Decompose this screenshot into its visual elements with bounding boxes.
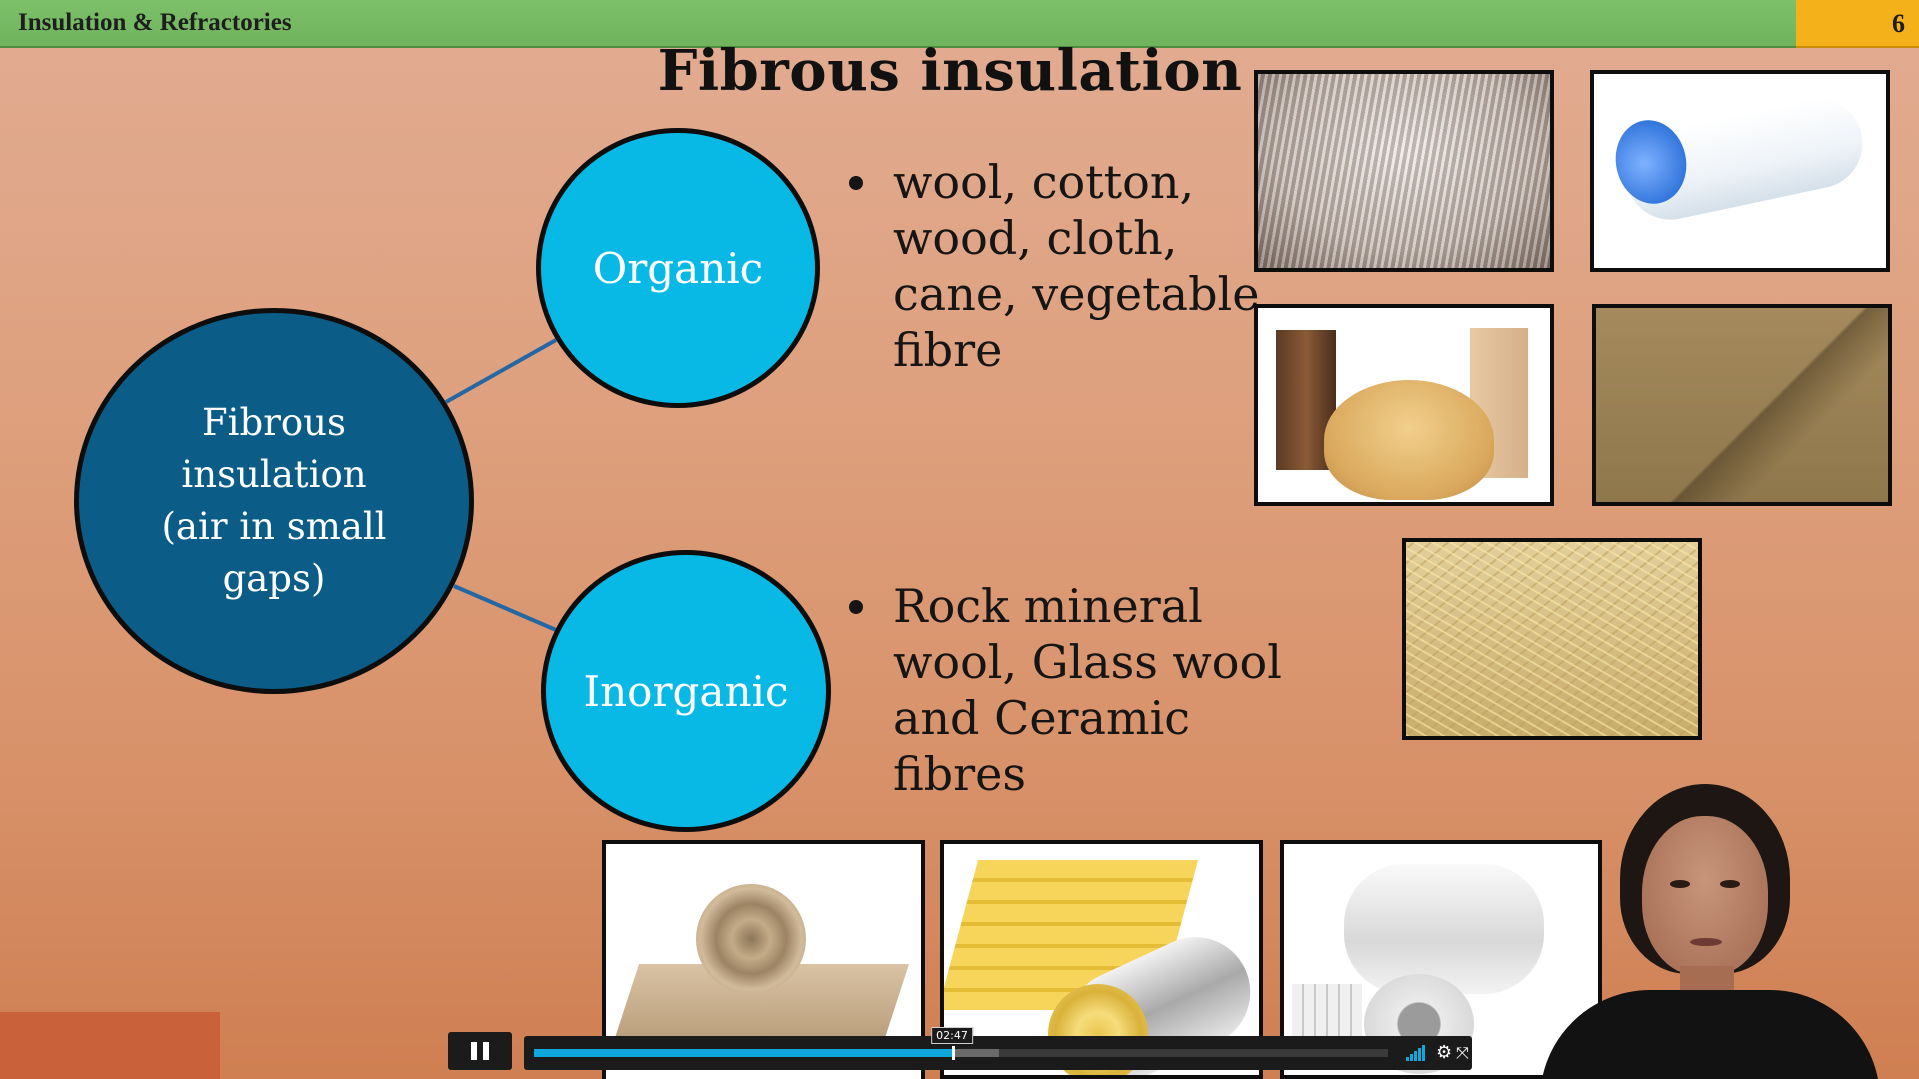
- presenter-mouth: [1690, 938, 1722, 946]
- presenter-video: [1500, 770, 1919, 1079]
- wood-shavings-shape: [1324, 380, 1494, 500]
- presenter-shirt: [1540, 990, 1880, 1079]
- presenter-face: [1642, 816, 1768, 976]
- connector-inorganic: [454, 586, 556, 630]
- bullet-dot: [849, 600, 863, 614]
- organic-label: Organic: [593, 244, 763, 293]
- fullscreen-icon[interactable]: ⤧: [1456, 1044, 1469, 1062]
- cotton-roll-photo: [1590, 70, 1890, 272]
- inorganic-node: Inorganic: [541, 550, 831, 832]
- cloth-photo: [1592, 304, 1892, 506]
- bullet-dot: [849, 176, 863, 190]
- slide-corner-block: [0, 1012, 220, 1079]
- fibrous-insulation-node: Fibrous insulation (air in small gaps): [74, 308, 474, 694]
- organic-node: Organic: [536, 128, 820, 408]
- seek-bar-played: [534, 1049, 952, 1057]
- pause-button[interactable]: [448, 1032, 512, 1070]
- seek-bar[interactable]: 02:47: [534, 1049, 1388, 1057]
- inorganic-bullet-text: Rock mineral wool, Glass wool and Cerami…: [893, 579, 1282, 801]
- pause-icon: [483, 1042, 489, 1060]
- inorganic-bullet: Rock mineral wool, Glass wool and Cerami…: [893, 578, 1293, 802]
- fibrous-insulation-label: Fibrous insulation (air in small gaps): [144, 397, 404, 605]
- seek-handle[interactable]: [952, 1046, 955, 1060]
- controls-bar: 02:47 ⚙ ⤧: [524, 1036, 1472, 1070]
- inorganic-label: Inorganic: [584, 667, 789, 716]
- gear-icon[interactable]: ⚙: [1436, 1043, 1452, 1063]
- rock-wool-roll-shape: [696, 884, 806, 994]
- organic-bullet-text: wool, cotton, wood, cloth, cane, vegetab…: [893, 155, 1259, 377]
- organic-bullet: wool, cotton, wood, cloth, cane, vegetab…: [893, 154, 1263, 378]
- presenter-eye: [1720, 880, 1740, 888]
- volume-icon[interactable]: [1406, 1045, 1430, 1061]
- connector-organic: [446, 340, 556, 402]
- video-player-controls: 02:47 ⚙ ⤧: [448, 1032, 1472, 1070]
- pause-icon: [471, 1042, 477, 1060]
- current-time-tooltip: 02:47: [931, 1027, 973, 1044]
- cane-fibre-photo: [1402, 538, 1702, 740]
- presenter-eye: [1670, 880, 1690, 888]
- wood-fibre-photo: [1254, 304, 1554, 506]
- wool-photo: [1254, 70, 1554, 272]
